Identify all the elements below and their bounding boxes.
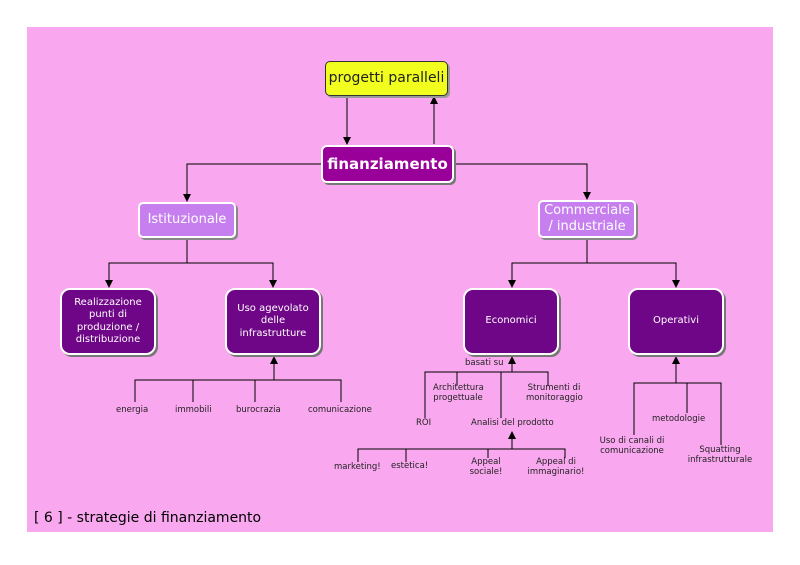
leaf-energia: energia	[116, 405, 149, 415]
diagram-canvas	[27, 27, 773, 532]
leaf-burocrazia: burocrazia	[236, 405, 281, 415]
leaf-roi: ROI	[416, 418, 432, 428]
leaf-appeal-sociale: Appeal sociale!	[469, 457, 503, 478]
leaf-estetica: estetica!	[391, 461, 429, 471]
leaf-appeal-immaginario: Appeal di immaginario!	[527, 457, 585, 478]
leaf-uso-canali: Uso di canali di comunicazione	[599, 436, 665, 457]
node-operativi[interactable]: Operativi	[628, 288, 724, 355]
leaf-basati-su: basati su	[465, 358, 504, 368]
leaf-immobili: immobili	[175, 405, 212, 415]
node-uso-agevolato[interactable]: Uso agevolato delle infrastrutture	[225, 288, 321, 355]
leaf-metodologie: metodologie	[652, 414, 706, 424]
leaf-architettura: Architettura progettuale	[433, 383, 484, 404]
node-istituzionale[interactable]: Istituzionale	[138, 202, 236, 238]
node-economici[interactable]: Economici	[463, 288, 559, 355]
node-realizzazione[interactable]: Realizzazione punti di produzione / dist…	[60, 288, 156, 355]
node-finanziamento[interactable]: finanziamento	[321, 145, 454, 183]
node-commerciale-industriale[interactable]: Commerciale / industriale	[538, 200, 636, 238]
leaf-comunicazione: comunicazione	[308, 405, 372, 415]
diagram-title: [ 6 ] - strategie di finanziamento	[34, 510, 262, 526]
leaf-strumenti: Strumenti di monitoraggio	[526, 383, 583, 404]
leaf-marketing: marketing!	[334, 462, 381, 472]
node-progetti-paralleli[interactable]: progetti paralleli	[325, 61, 448, 96]
leaf-analisi: Analisi del prodotto	[471, 418, 554, 428]
leaf-squatting: Squatting infrastrutturale	[687, 445, 753, 466]
